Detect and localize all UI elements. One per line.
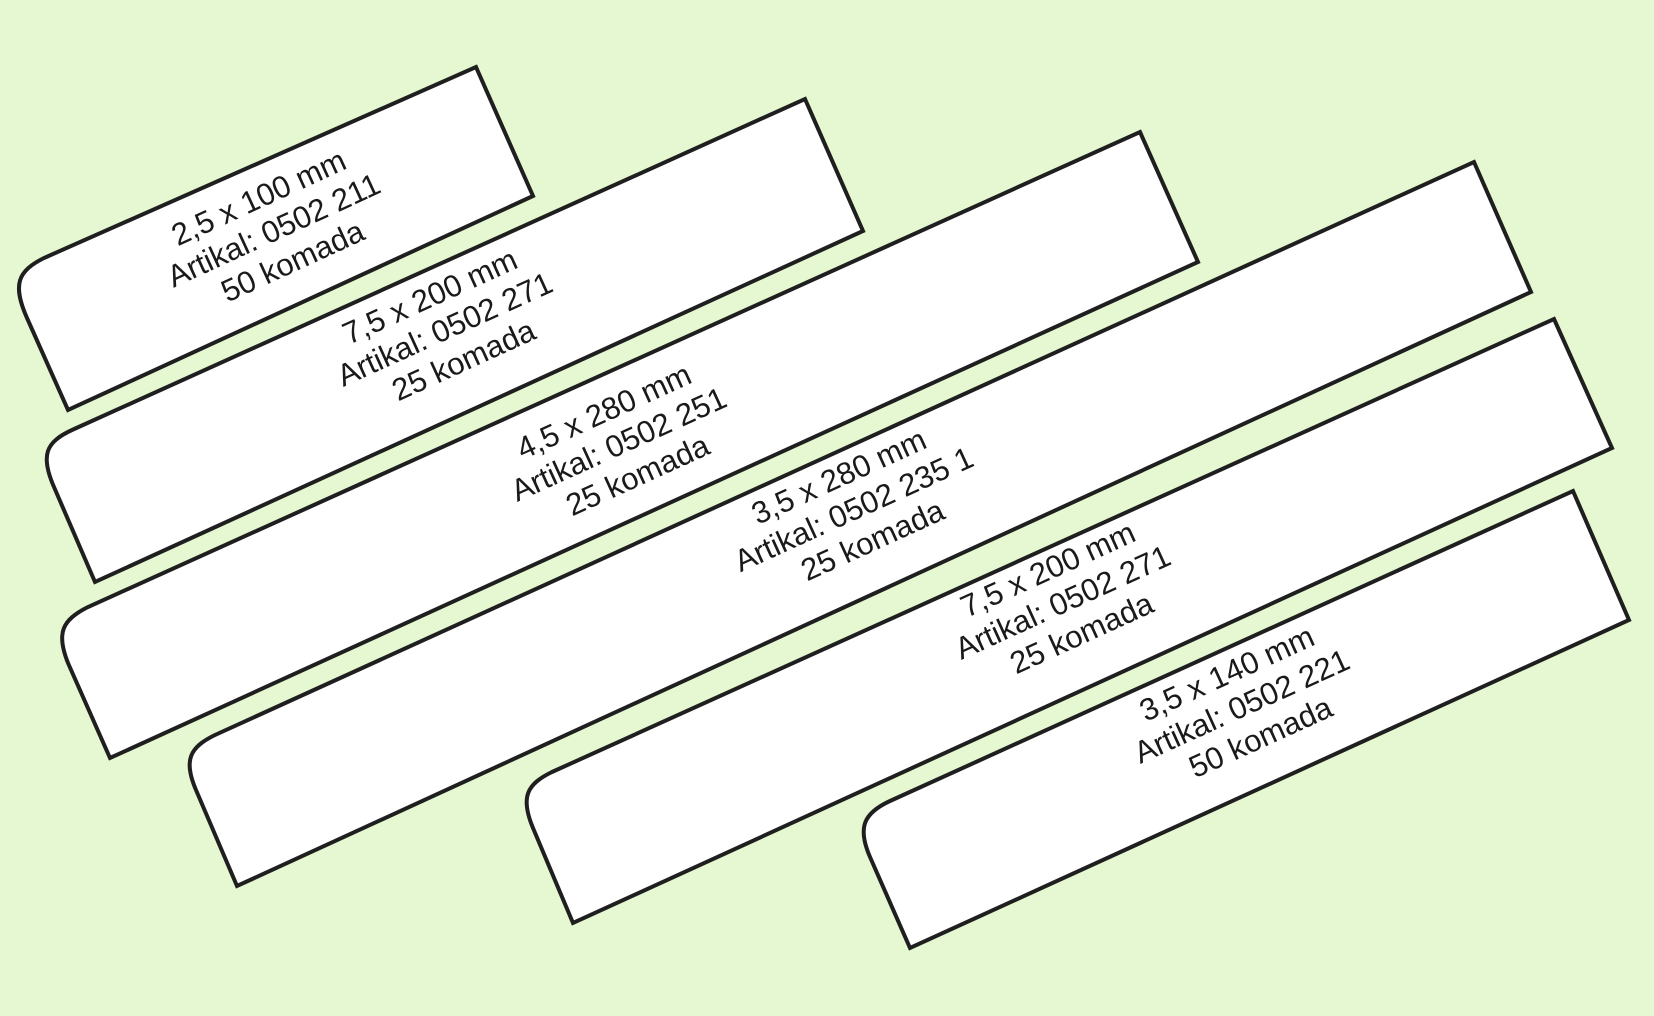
- strip-5-outline: [524, 316, 1615, 926]
- strip-2-outline: [44, 96, 866, 585]
- strip-3-outline: [60, 129, 1201, 761]
- strip-3: 4,5 x 280 mm Artikal: 0502 251 25 komada: [60, 129, 1201, 761]
- strip-1-outline: [16, 64, 536, 413]
- strip-4-outline: [187, 159, 1534, 889]
- strip-2: 7,5 x 200 mm Artikal: 0502 271 25 komada: [44, 96, 866, 585]
- strip-6-outline: [861, 488, 1632, 951]
